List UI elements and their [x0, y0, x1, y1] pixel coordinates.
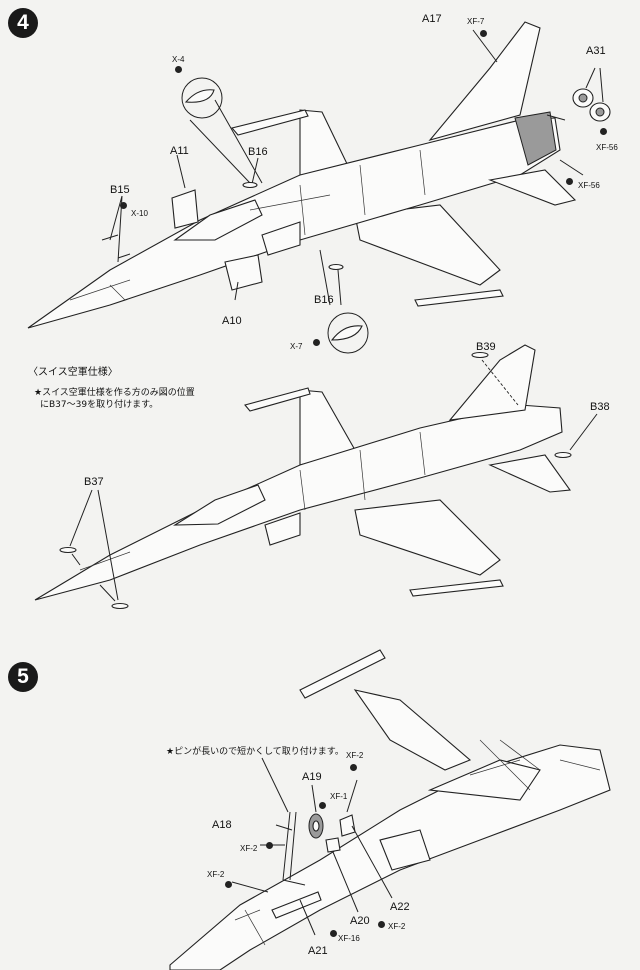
part-label-a21: A21 — [308, 945, 328, 957]
step-number-badge: 5 — [8, 662, 38, 692]
part-label-b37: B37 — [84, 476, 104, 488]
paint-code-x4: X-4 — [172, 55, 185, 64]
paint-code-x10: X-10 — [131, 209, 148, 218]
a31-nozzles — [572, 88, 611, 122]
paint-dot-icon — [175, 66, 182, 73]
part-label-a19: A19 — [302, 771, 322, 783]
paint-code-xf1: XF-1 — [330, 792, 348, 801]
paint-dot-icon — [378, 921, 385, 928]
nose-gear-assembly — [282, 811, 356, 886]
paint-dot-icon — [266, 842, 273, 849]
f5-aircraft-swiss — [34, 344, 571, 601]
paint-code-xf56: XF-56 — [596, 143, 618, 152]
paint-dot-icon — [480, 30, 487, 37]
part-label-b38: B38 — [590, 401, 610, 413]
part-label-a17: A17 — [422, 13, 442, 25]
f5-aircraft-top — [27, 21, 577, 329]
paint-code-xf16: XF-16 — [338, 934, 360, 943]
paint-code-xf2: XF-2 — [207, 870, 225, 879]
paint-code-xf7: XF-7 — [467, 17, 485, 26]
x4-callout — [181, 77, 223, 119]
paint-code-xf2: XF-2 — [388, 922, 406, 931]
variant-note-line1: ★スイス空軍仕様を作る方のみ図の位置 — [34, 388, 195, 398]
paint-dot-icon — [600, 128, 607, 135]
part-b39 — [471, 351, 489, 359]
part-a10 — [224, 254, 263, 291]
paint-code-xf2: XF-2 — [240, 844, 258, 853]
paint-dot-icon — [566, 178, 573, 185]
part-label-a20: A20 — [350, 915, 370, 927]
part-label-b15: B15 — [110, 184, 130, 196]
paint-dot-icon — [313, 339, 320, 346]
part-label-b16: B16 — [248, 146, 268, 158]
paint-dot-icon — [225, 881, 232, 888]
part-label-a31: A31 — [586, 45, 606, 57]
f5-underside — [169, 649, 611, 970]
paint-dot-icon — [350, 764, 357, 771]
part-b37-top — [59, 546, 77, 554]
step5-note: ★ピンが長いので短かくして取り付けます。 — [166, 747, 344, 757]
part-label-b16: B16 — [314, 294, 334, 306]
variant-note-line2: にB37～39を取り付けます。 — [40, 400, 159, 410]
part-b37-bottom — [111, 602, 129, 610]
part-a11 — [171, 189, 199, 229]
paint-code-xf56: XF-56 — [578, 181, 600, 190]
part-label-a22: A22 — [390, 901, 410, 913]
part-label-a18: A18 — [212, 819, 232, 831]
paint-dot-icon — [120, 202, 127, 209]
paint-code-x7: X-7 — [290, 342, 303, 351]
paint-dot-icon — [330, 930, 337, 937]
part-label-b39: B39 — [476, 341, 496, 353]
step-number-badge: 4 — [8, 8, 38, 38]
part-b38 — [554, 451, 572, 459]
paint-dot-icon — [319, 802, 326, 809]
paint-code-xf2: XF-2 — [346, 751, 364, 760]
variant-heading: 〈スイス空軍仕様〉 — [28, 367, 118, 378]
part-label-a10: A10 — [222, 315, 242, 327]
part-label-a11: A11 — [170, 145, 189, 157]
x7-callout — [327, 312, 369, 354]
